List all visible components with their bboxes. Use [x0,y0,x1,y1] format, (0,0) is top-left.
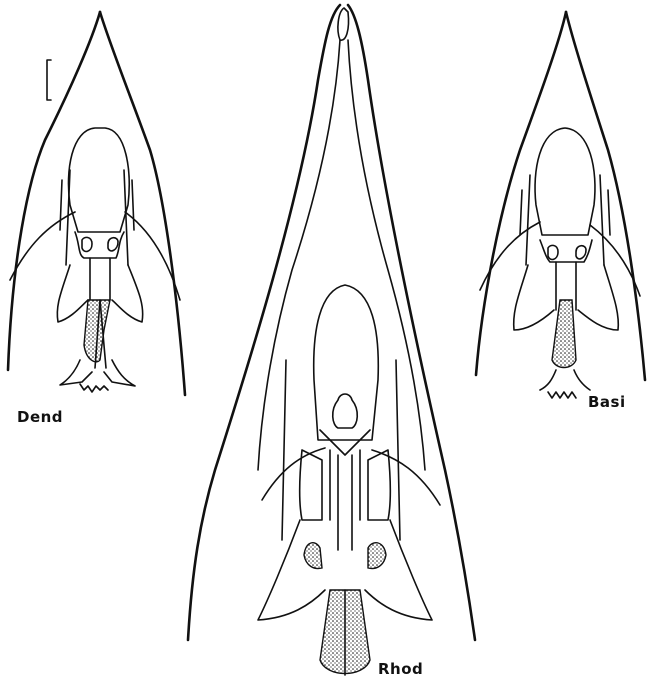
scale-bar [47,60,51,100]
label-rhod: Rhod [378,660,423,678]
skull-dend [8,12,185,395]
label-basi: Basi [588,393,626,411]
label-dend: Dend [17,408,63,426]
skull-rhod [188,5,475,675]
skull-basi [476,12,645,398]
